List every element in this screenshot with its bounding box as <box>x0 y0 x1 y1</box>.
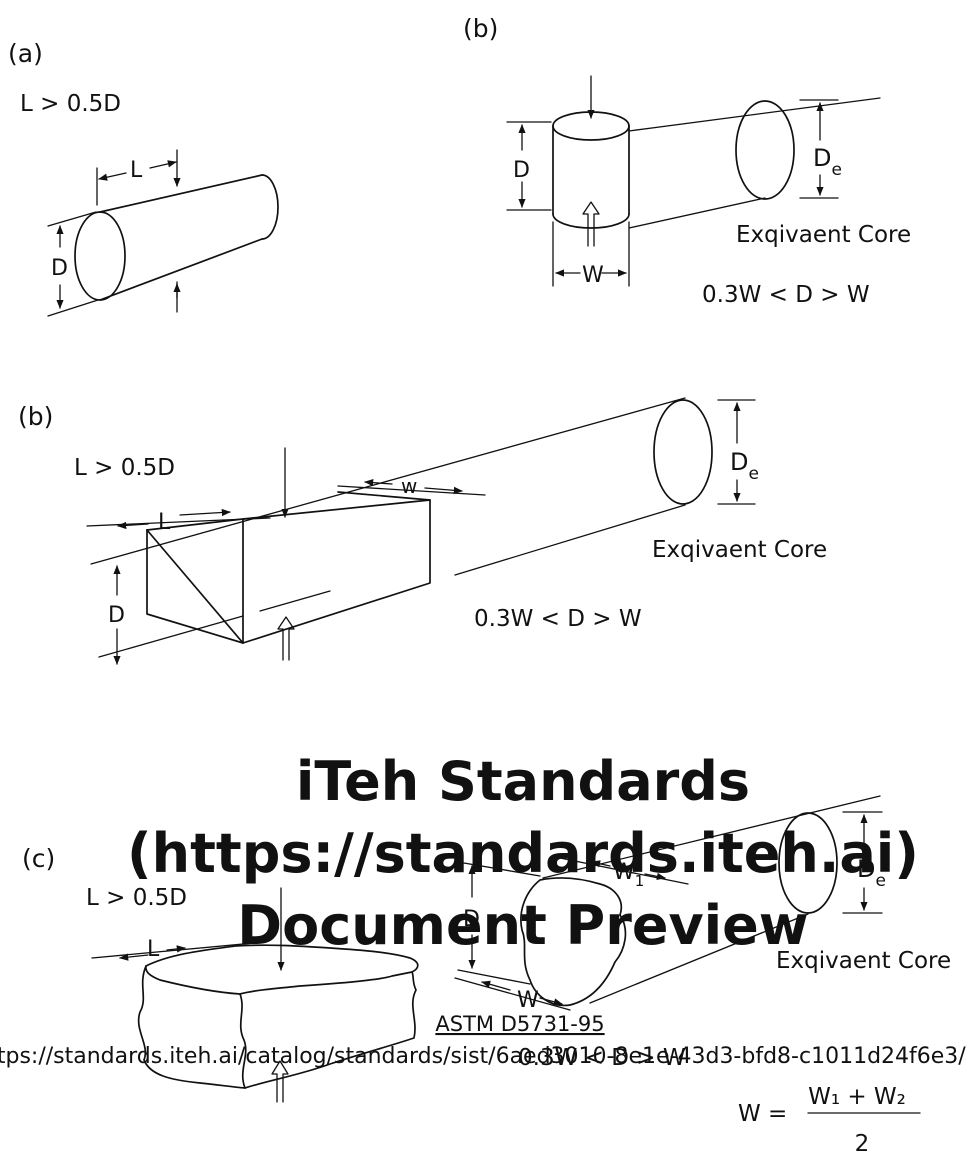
panel-b-mid-length-dimension: L <box>86 508 271 535</box>
panel-b-top-label-de-sub: e <box>831 160 841 180</box>
watermark-code: ASTM D5731-95 <box>435 1012 604 1036</box>
panel-c-label-w1: W <box>613 860 635 885</box>
panel-b-mid-width-dimension: w <box>337 474 486 498</box>
panel-c-label-w: W <box>517 988 539 1013</box>
panel-a-label-d: D <box>51 256 68 281</box>
panel-b-mid-label-w: w <box>401 474 417 498</box>
panel-b-top-label-w: W <box>582 263 604 288</box>
panel-c-label-w1-sub: 1 <box>635 872 645 890</box>
panel-b-mid-relation: 0.3W < D > W <box>474 606 642 632</box>
svg-text:De: De <box>813 144 842 180</box>
panel-c-length-dimension: L <box>91 937 266 962</box>
panel-b-top-diameter-dimension: D <box>506 121 552 211</box>
panel-c-formula-denominator: 2 <box>855 1131 870 1157</box>
panel-b-mid-core-diameter-dimension: De <box>717 399 759 505</box>
panel-c-label-de-sub: e <box>875 871 885 891</box>
panel-b-mid-tag: (b) <box>18 402 53 431</box>
panel-c-equivalent-core <box>778 812 838 914</box>
panel-c-load-arrow-bottom <box>271 1060 289 1103</box>
panel-a: (a) L > 0.5D L D <box>8 39 279 317</box>
panel-c-condition: L > 0.5D <box>86 885 187 911</box>
panel-c-label-de: D <box>857 855 875 883</box>
watermark-catalog-url: https://standards.iteh.ai/catalog/standa… <box>0 1044 966 1069</box>
panel-b-top-width-dimension: W <box>552 221 630 288</box>
panel-b-mid-load-arrow-bottom <box>277 616 295 661</box>
panel-c-depth-dimension: D <box>457 861 541 985</box>
watermark-url: (https://standards.iteh.ai) <box>127 822 919 885</box>
panel-b-top-tag: (b) <box>463 14 498 43</box>
panel-a-diameter-dimension: D <box>47 211 99 317</box>
panel-b-top-relation: 0.3W < D > W <box>702 282 870 308</box>
panel-b-top-label-de: D <box>813 144 831 172</box>
panel-b-mid: (b) L > 0.5D L w <box>18 397 827 665</box>
panel-b-mid-label-de: D <box>730 448 748 476</box>
svg-text:De: De <box>857 855 886 891</box>
panel-c-core-caption: Exqivaent Core <box>776 948 951 974</box>
panel-c-label-l: L <box>147 937 160 962</box>
watermark-title: iTeh Standards <box>296 750 750 813</box>
svg-text:De: De <box>730 448 759 484</box>
panel-b-mid-equivalent-core <box>653 399 713 505</box>
panel-a-tag: (a) <box>8 39 43 68</box>
watermark: iTeh Standards (https://standards.iteh.a… <box>0 750 966 1069</box>
panel-b-top: (b) D W <box>463 14 911 308</box>
panel-a-label-l: L <box>130 158 143 183</box>
panel-b-top-core-diameter-dimension: De <box>799 99 842 199</box>
panel-c-formula-lhs: W = <box>738 1101 787 1127</box>
panel-b-mid-core-caption: Exqivaent Core <box>652 537 827 563</box>
panel-c-core-diameter-dimension: De <box>842 811 886 914</box>
panel-c-w1-dimension: W1 <box>559 857 689 890</box>
panel-a-condition: L > 0.5D <box>20 91 121 117</box>
svg-text:W1: W1 <box>613 860 644 890</box>
panel-b-mid-condition: L > 0.5D <box>74 455 175 481</box>
panel-c: (c) L > 0.5D L D <box>22 795 951 1157</box>
panel-b-top-equivalent-core <box>735 100 795 200</box>
panel-b-mid-depth-dimension: D <box>108 565 125 665</box>
panel-c-label-d: D <box>463 907 480 932</box>
panel-b-mid-label-l: L <box>158 510 171 535</box>
cylinder-b <box>552 111 630 229</box>
panel-c-formula: W = W₁ + W₂ 2 <box>738 1084 921 1157</box>
panel-c-relation: 0.3W < D > W <box>518 1045 686 1071</box>
panel-b-mid-label-de-sub: e <box>748 464 758 484</box>
panel-b-top-load-arrow-bottom <box>582 201 600 247</box>
panel-c-formula-numerator: W₁ + W₂ <box>808 1084 906 1110</box>
cylinder-a <box>74 174 279 301</box>
panel-c-cross-section <box>520 877 627 1007</box>
panel-b-top-core-caption: Exqivaent Core <box>736 222 911 248</box>
panel-c-width-dimension: W <box>454 977 571 1013</box>
panel-b-top-label-d: D <box>513 158 530 183</box>
irregular-lump <box>137 944 419 1089</box>
panel-a-length-dimension: L <box>96 149 181 313</box>
panel-c-tag: (c) <box>22 844 55 873</box>
panel-b-mid-label-d: D <box>108 603 125 628</box>
